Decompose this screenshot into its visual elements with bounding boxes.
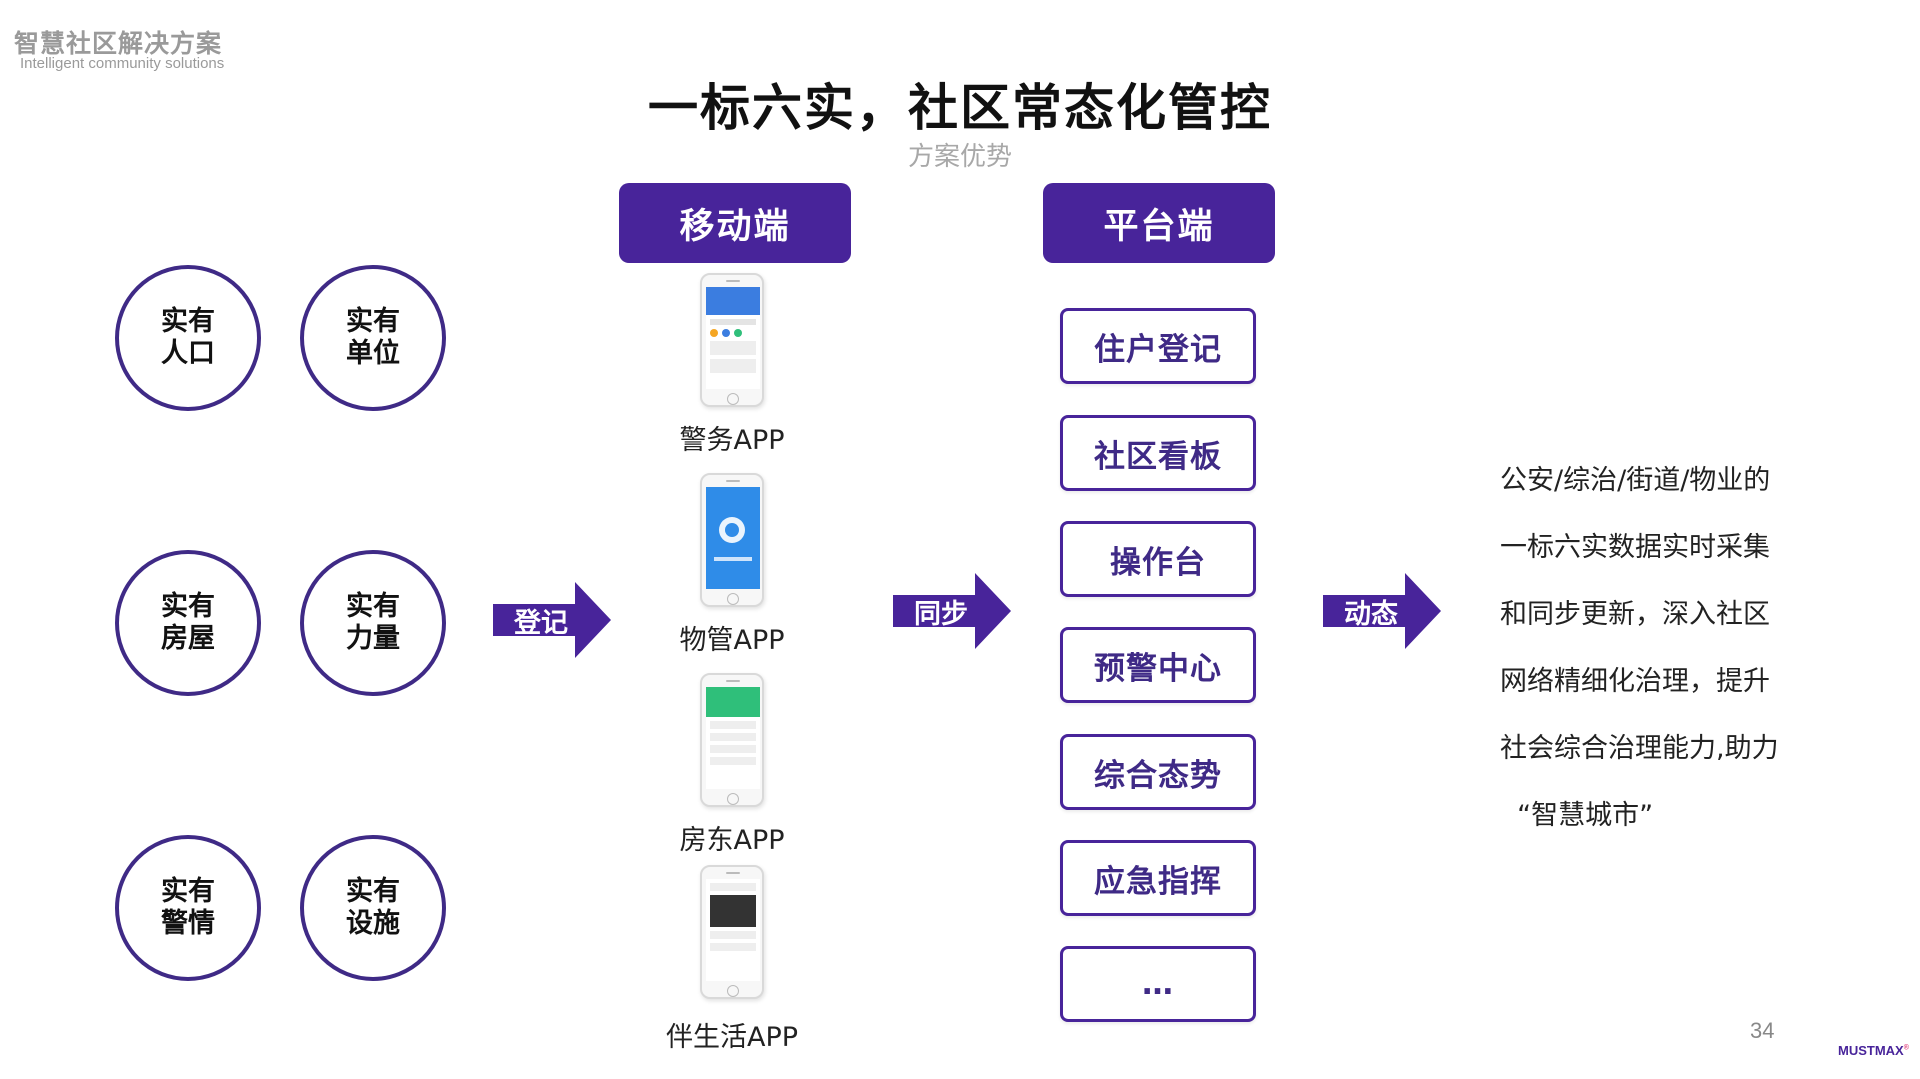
description-line: 一标六实数据实时采集 bbox=[1500, 532, 1770, 563]
arrow-label: 登记 bbox=[514, 607, 568, 639]
company-logo: MUSTMAX® bbox=[1838, 1043, 1909, 1058]
police-app-phone bbox=[700, 273, 764, 407]
circle-label: 实有人口 bbox=[161, 306, 215, 369]
platform-item-more: … bbox=[1060, 946, 1256, 1022]
mobile-header: 移动端 bbox=[619, 183, 851, 263]
logo-text: MUSTMAX bbox=[1838, 1043, 1904, 1058]
police-app-label: 警务APP bbox=[679, 425, 785, 456]
arrow-sync: 同步 bbox=[893, 573, 1011, 649]
platform-item-situation: 综合态势 bbox=[1060, 734, 1256, 810]
page-title: 一标六实，社区常态化管控 bbox=[648, 79, 1272, 137]
registered-mark: ® bbox=[1903, 1044, 1909, 1052]
platform-item-community-board: 社区看板 bbox=[1060, 415, 1256, 491]
brand-title-en: Intelligent community solutions bbox=[20, 55, 225, 72]
circle-label: 实有力量 bbox=[346, 591, 400, 654]
arrow-right-icon bbox=[493, 582, 611, 658]
circle-label: 实有设施 bbox=[346, 876, 400, 939]
circle-label: 实有单位 bbox=[346, 306, 400, 369]
landlord-app-screen-icon bbox=[706, 687, 760, 789]
circle-house: 实有房屋 bbox=[115, 550, 261, 696]
arrow-label: 同步 bbox=[914, 598, 968, 630]
brand-title-cn: 智慧社区解决方案 bbox=[14, 29, 223, 58]
circle-population: 实有人口 bbox=[115, 265, 261, 411]
circle-facility: 实有设施 bbox=[300, 835, 446, 981]
platform-header: 平台端 bbox=[1043, 183, 1275, 263]
description-line: 网络精细化治理，提升 bbox=[1500, 666, 1770, 697]
arrow-right-icon bbox=[1323, 573, 1441, 649]
life-app-label: 伴生活APP bbox=[665, 1022, 799, 1053]
arrow-register: 登记 bbox=[493, 582, 611, 658]
description-line: 和同步更新，深入社区 bbox=[1500, 599, 1770, 630]
life-app-phone bbox=[700, 865, 764, 999]
life-app-screen-icon bbox=[706, 879, 760, 981]
page-number: 34 bbox=[1750, 1018, 1775, 1043]
circle-force: 实有力量 bbox=[300, 550, 446, 696]
page-subtitle: 方案优势 bbox=[907, 142, 1012, 172]
circle-label: 实有警情 bbox=[161, 876, 215, 939]
property-app-label: 物管APP bbox=[679, 625, 785, 656]
circle-unit: 实有单位 bbox=[300, 265, 446, 411]
arrow-label: 动态 bbox=[1344, 598, 1398, 630]
circle-label: 实有房屋 bbox=[161, 591, 215, 654]
description-line: 公安/综治/街道/物业的 bbox=[1500, 465, 1771, 496]
circle-incident: 实有警情 bbox=[115, 835, 261, 981]
property-app-screen-icon bbox=[706, 487, 760, 589]
arrow-dynamic: 动态 bbox=[1323, 573, 1441, 649]
description-line: “智慧城市” bbox=[1500, 800, 1654, 831]
platform-item-emergency: 应急指挥 bbox=[1060, 840, 1256, 916]
landlord-app-label: 房东APP bbox=[679, 825, 785, 856]
platform-item-alert-center: 预警中心 bbox=[1060, 627, 1256, 703]
police-app-screen-icon bbox=[706, 287, 760, 389]
arrow-right-icon bbox=[893, 573, 1011, 649]
property-app-phone bbox=[700, 473, 764, 607]
platform-item-resident-register: 住户登记 bbox=[1060, 308, 1256, 384]
platform-item-console: 操作台 bbox=[1060, 521, 1256, 597]
landlord-app-phone bbox=[700, 673, 764, 807]
description-line: 社会综合治理能力,助力 bbox=[1500, 733, 1779, 764]
